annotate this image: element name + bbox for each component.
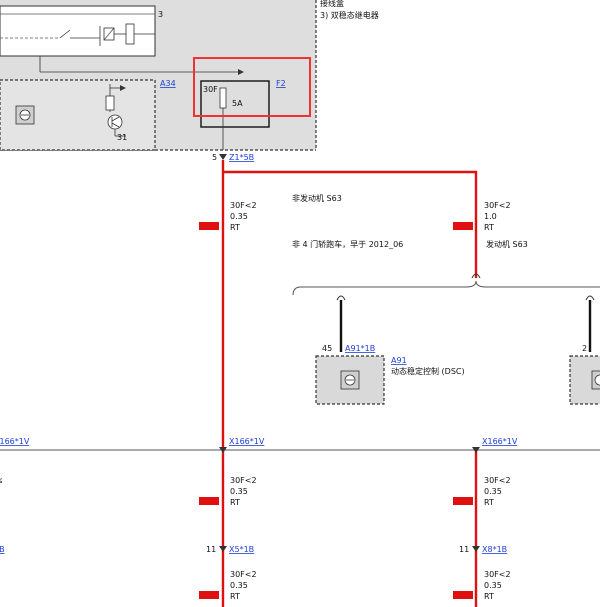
svg-text:0.35: 0.35 <box>484 487 502 496</box>
right-module <box>569 355 600 405</box>
a91-module <box>315 355 385 405</box>
signal-line <box>40 69 244 75</box>
x166-mid-link[interactable]: X166*1V <box>229 437 265 446</box>
x5-pin: 11 <box>206 545 216 554</box>
svg-text:30F<2: 30F<2 <box>230 476 257 485</box>
note-non-4door: 非 4 门轿跑车，早于 2012_06 <box>292 239 403 249</box>
left-cut-wire-name: ≤ <box>0 476 3 485</box>
f2-link[interactable]: F2 <box>276 79 286 88</box>
svg-text:0.35: 0.35 <box>230 487 248 496</box>
relay-box: 3 <box>0 5 163 72</box>
module-symbol-icon <box>591 370 600 390</box>
svg-text:RT: RT <box>484 223 494 232</box>
svg-text:RT: RT <box>230 223 240 232</box>
x166-left-link[interactable]: X166*1V <box>0 437 30 446</box>
a91-pin: 45 <box>322 344 332 353</box>
svg-text:30F<2: 30F<2 <box>230 201 257 210</box>
note-engine: 发动机 S63 <box>486 239 528 249</box>
a34-link[interactable]: A34 <box>160 79 176 88</box>
svg-text:RT: RT <box>484 498 494 507</box>
svg-text:RT: RT <box>230 592 240 601</box>
red-wires <box>221 160 478 607</box>
module-symbol-icon <box>340 370 360 390</box>
fuse-name: 30F <box>203 85 218 94</box>
x8-pin: 11 <box>459 545 469 554</box>
z1-pin: 5 <box>212 153 217 162</box>
x5-connector-link[interactable]: X5*1B <box>229 545 254 554</box>
x166-right-link[interactable]: X166*1V <box>482 437 518 446</box>
z1-connector-link[interactable]: Z1*5B <box>229 153 254 162</box>
junction-box-label: 接线盒 <box>320 0 344 8</box>
wire-1-label: 30F<2 0.35 RT <box>199 201 257 232</box>
wire-2-label: 30F<2 1.0 RT <box>453 201 511 232</box>
svg-text:0.35: 0.35 <box>230 212 248 221</box>
svg-text:30F<2: 30F<2 <box>484 201 511 210</box>
note-non-engine: 非发动机 S63 <box>292 193 342 203</box>
relay-coil-icon <box>103 27 115 41</box>
svg-text:30F<2: 30F<2 <box>484 570 511 579</box>
pin-31-label: 31 <box>117 133 127 142</box>
fuse-rating: 5A <box>232 99 243 108</box>
transistor-symbol-icon <box>107 114 123 130</box>
left-cut-connector[interactable]: 1B <box>0 545 5 554</box>
svg-text:0.35: 0.35 <box>230 581 248 590</box>
x8-connector-link[interactable]: X8*1B <box>482 545 507 554</box>
svg-text:RT: RT <box>484 592 494 601</box>
svg-text:30F<2: 30F<2 <box>484 476 511 485</box>
wire-6-label: 30F<2 0.35 RT <box>453 570 511 601</box>
wire-4-label: 30F<2 0.35 RT <box>453 476 511 507</box>
svg-text:1.0: 1.0 <box>484 212 497 221</box>
right-module-pin: 2 <box>582 344 587 353</box>
a91-connector-link[interactable]: A91*1B <box>345 344 375 353</box>
a91-link[interactable]: A91 <box>391 356 407 365</box>
a91-description: 动态稳定控制 (DSC) <box>391 366 465 376</box>
pin-3-label: 3 <box>158 10 163 19</box>
fuse-f2: 30F 5A <box>200 80 270 150</box>
a34-module: 31 <box>0 79 156 151</box>
variant-brace <box>292 280 600 296</box>
svg-text:30F<2: 30F<2 <box>230 570 257 579</box>
svg-text:RT: RT <box>230 498 240 507</box>
module-symbol-icon <box>15 105 35 125</box>
highlight-box <box>193 57 311 117</box>
svg-text:0.35: 0.35 <box>484 581 502 590</box>
relay-note: 3) 双稳态继电器 <box>320 10 379 20</box>
wire-3-label: 30F<2 0.35 RT <box>199 476 257 507</box>
wire-5-label: 30F<2 0.35 RT <box>199 570 257 601</box>
